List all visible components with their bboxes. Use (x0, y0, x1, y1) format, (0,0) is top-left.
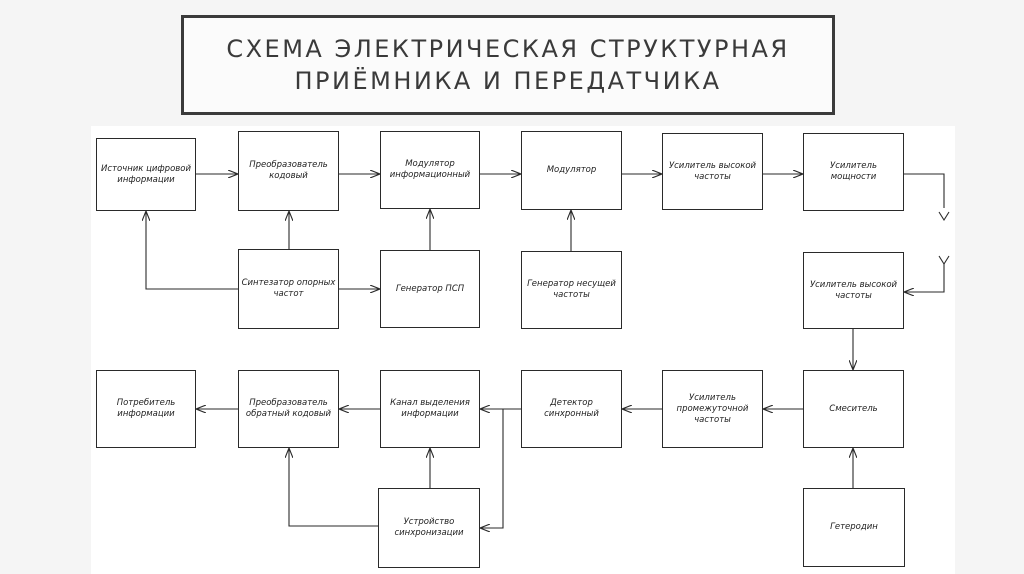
block-mixer: Смеситель (803, 370, 904, 448)
title-line-1: СХЕМА ЭЛЕКТРИЧЕСКАЯ СТРУКТУРНАЯ (226, 35, 790, 63)
block-encoder: Преобразователь кодовый (238, 131, 339, 211)
block-sync-detector: Детектор синхронный (521, 370, 622, 448)
block-hf-amp-rx: Усилитель высокой частоты (803, 252, 904, 329)
block-if-amp: Усилитель промежуточной частоты (662, 370, 763, 448)
block-synth: Синтезатор опорных частот (238, 249, 339, 329)
block-sync-device: Устройство синхронизации (378, 488, 480, 568)
title-frame: СХЕМА ЭЛЕКТРИЧЕСКАЯ СТРУКТУРНАЯ ПРИЁМНИК… (181, 15, 835, 115)
block-hf-amp-tx: Усилитель высокой частоты (662, 133, 763, 210)
block-power-amp: Усилитель мощности (803, 133, 904, 211)
block-carrier-gen: Генератор несущей частоты (521, 251, 622, 329)
block-info-modulator: Модулятор информационный (380, 131, 480, 209)
block-source: Источник цифровой информации (96, 138, 196, 211)
block-modulator: Модулятор (521, 131, 622, 210)
title-line-2: ПРИЁМНИКА И ПЕРЕДАТЧИКА (294, 67, 722, 95)
block-consumer: Потребитель информации (96, 370, 196, 448)
block-pn-gen: Генератор ПСП (380, 250, 480, 328)
block-heterodyne: Гетеродин (803, 488, 905, 567)
block-decoder: Преобразователь обратный кодовый (238, 370, 339, 448)
block-info-channel: Канал выделения информации (380, 370, 480, 448)
